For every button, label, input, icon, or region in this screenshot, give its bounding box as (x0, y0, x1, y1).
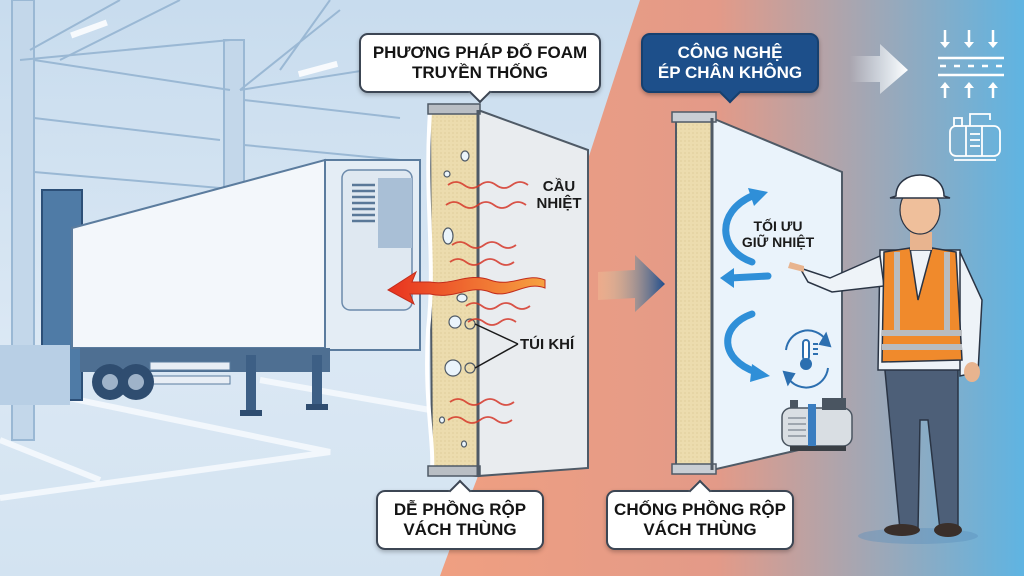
heat-loss-arrow (387, 270, 546, 306)
arrow-head (748, 188, 768, 206)
ceiling-light (297, 60, 339, 78)
air-pocket-bubbles (438, 150, 476, 448)
air-pocket-pointer (474, 323, 519, 345)
footer-line-2: VÁCH THÙNG (643, 520, 757, 539)
floor-markings (0, 377, 431, 501)
header-line-2: ÉP CHÂN KHÔNG (657, 63, 803, 82)
air-pocket-label: TÚI KHÍ (520, 336, 600, 353)
label-text: TÚI KHÍ (520, 336, 575, 353)
label-line-2: GIỮ NHIỆT (741, 234, 815, 251)
optimal-insulation-label: TỐI ƯU GIỮ NHIỆT (728, 218, 828, 250)
insulation-flow-arrows (722, 192, 772, 376)
heat-wave-lines (445, 181, 531, 424)
thermometer-cycle-icon (782, 329, 832, 389)
blistering-prone-footer: DỄ PHỒNG RỘP VÁCH THÙNG (376, 490, 544, 550)
refrigerated-trailer (71, 158, 421, 416)
header-line-2: TRUYỀN THỐNG (412, 63, 548, 82)
arrow-head (720, 268, 734, 288)
engineer-figure (788, 174, 983, 544)
hard-hat (889, 174, 951, 199)
header-line-1: CÔNG NGHỆ (677, 42, 783, 62)
footer-line-1: DỄ PHỒNG RỘP (393, 499, 527, 519)
footer-line-1: CHỐNG PHỒNG RỘP (614, 499, 786, 519)
label-line-1: TỐI ƯU (753, 218, 803, 234)
thermal-bridge-label: CẦU NHIỆT (524, 178, 594, 213)
vacuum-tech-header: CÔNG NGHỆ ÉP CHÂN KHÔNG (641, 33, 819, 93)
traditional-method-header: PHƯƠNG PHÁP ĐỔ FOAM TRUYỀN THỐNG (359, 33, 601, 93)
header-line-1: PHƯƠNG PHÁP ĐỔ FOAM (372, 42, 588, 62)
vacuum-pump-icon (781, 398, 853, 451)
label-line-2: NHIỆT (536, 195, 582, 213)
press-compression-icon (850, 30, 1004, 98)
ceiling-light (70, 19, 108, 39)
anti-blistering-footer: CHỐNG PHỒNG RỘP VÁCH THÙNG (606, 490, 794, 550)
footer-line-2: VÁCH THÙNG (403, 520, 517, 539)
arrow-head (750, 364, 770, 382)
label-line-1: CẦU (542, 178, 576, 195)
air-pocket-pointer (474, 343, 519, 369)
transition-arrow (598, 255, 665, 312)
loading-dock (0, 345, 70, 405)
vacuum-pressed-panel (671, 111, 843, 475)
vacuum-pump-outline-icon (949, 113, 1001, 161)
